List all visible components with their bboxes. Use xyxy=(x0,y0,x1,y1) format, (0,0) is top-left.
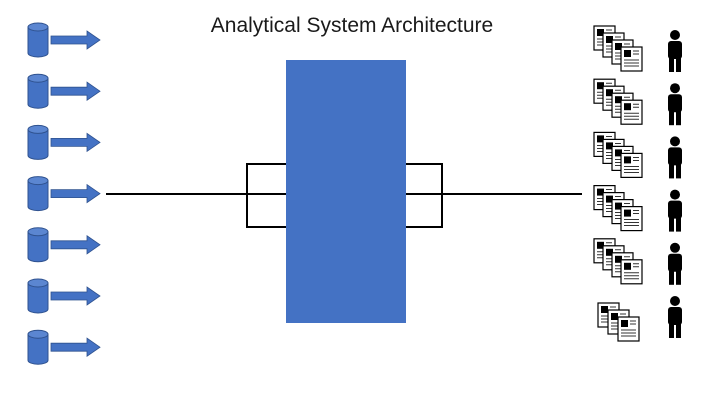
database-cylinder-icon xyxy=(27,176,49,212)
source-row xyxy=(27,278,101,314)
source-row xyxy=(27,73,101,109)
person-icon xyxy=(668,296,682,338)
output-row xyxy=(593,238,682,285)
arrow-right-icon xyxy=(50,286,101,306)
report-stack-icon xyxy=(593,238,643,285)
person-icon xyxy=(668,83,682,126)
arrow-right-icon xyxy=(50,132,101,153)
report-stack-icon xyxy=(593,78,643,125)
source-row xyxy=(27,124,101,160)
database-cylinder-icon xyxy=(27,22,49,58)
person-icon xyxy=(668,189,682,232)
arrow-right-icon xyxy=(50,235,101,255)
person-icon xyxy=(668,136,682,179)
database-cylinder-icon xyxy=(27,278,49,314)
arrow-right-icon xyxy=(50,337,101,357)
arrow-right-icon xyxy=(50,30,101,50)
output-row xyxy=(593,78,682,126)
arrow-right-icon xyxy=(50,183,101,204)
report-stack-icon xyxy=(593,131,643,178)
person-icon xyxy=(668,242,682,285)
source-row xyxy=(27,329,101,365)
source-row xyxy=(27,227,101,263)
left-bracket-line xyxy=(246,163,286,228)
output-row xyxy=(593,131,682,179)
database-cylinder-icon xyxy=(27,124,49,160)
output-row xyxy=(597,296,682,342)
diagram-title: Analytical System Architecture xyxy=(210,14,494,37)
report-stack-icon xyxy=(593,185,643,232)
output-row xyxy=(593,25,682,72)
database-cylinder-icon xyxy=(27,329,49,365)
output-row xyxy=(593,185,682,232)
connector-lines xyxy=(106,163,582,228)
data-sources xyxy=(27,22,101,365)
right-bracket-line xyxy=(406,163,443,228)
report-stack-icon xyxy=(597,302,640,342)
analytical-system-block[interactable] xyxy=(286,60,406,323)
database-cylinder-icon xyxy=(27,73,49,109)
person-icon xyxy=(668,30,682,72)
source-row xyxy=(27,22,101,58)
source-row xyxy=(27,176,101,212)
report-stack-icon xyxy=(593,25,643,72)
database-cylinder-icon xyxy=(27,227,49,263)
arrow-right-icon xyxy=(50,81,101,101)
report-outputs xyxy=(593,25,682,342)
